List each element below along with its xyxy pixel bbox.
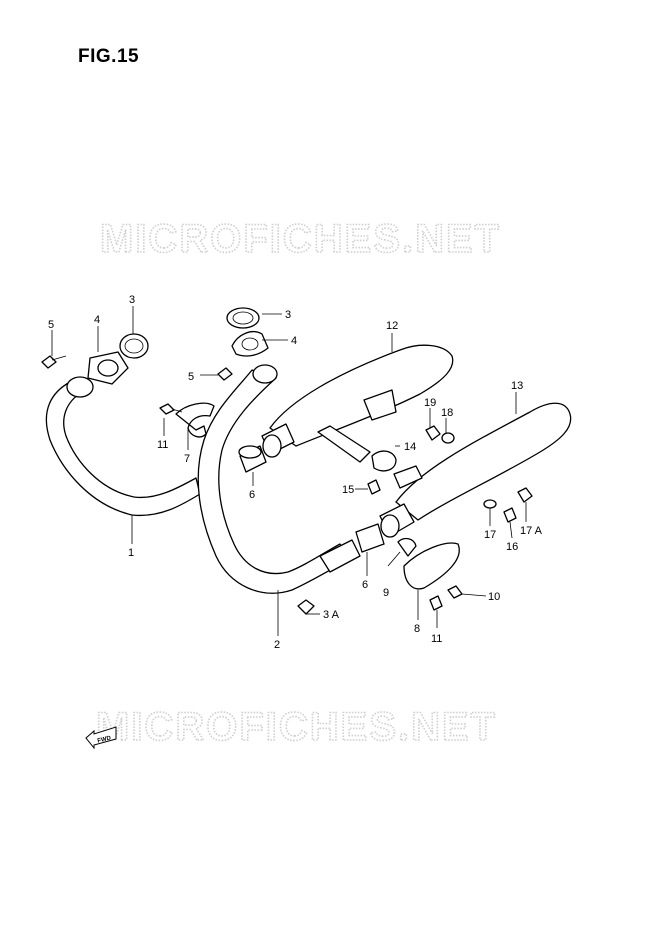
callout-17a: 17 A bbox=[520, 525, 543, 537]
bolt-11-lower bbox=[429, 595, 443, 611]
callout-5-right: 5 bbox=[188, 371, 194, 383]
callout-5-left: 5 bbox=[48, 319, 54, 331]
front-exhaust-pipe bbox=[45, 376, 201, 517]
callout-1: 1 bbox=[128, 547, 134, 559]
leader-lines bbox=[51, 306, 527, 636]
bolt-17a bbox=[517, 487, 533, 503]
callout-3a: 3 A bbox=[323, 609, 340, 621]
fwd-label: FWD bbox=[97, 735, 112, 744]
rear-exhaust-pipe bbox=[197, 364, 361, 594]
bolt-16 bbox=[503, 507, 517, 523]
callout-16: 16 bbox=[506, 541, 518, 553]
bolt-right bbox=[217, 367, 233, 381]
connector-pipe-lower bbox=[355, 523, 385, 553]
callout-7: 7 bbox=[184, 453, 190, 465]
callout-11-lower: 11 bbox=[431, 633, 442, 645]
clamp-bracket bbox=[159, 402, 215, 438]
watermark-top: MICROFICHES.NET bbox=[100, 217, 501, 261]
callout-6-lower: 6 bbox=[362, 579, 368, 591]
callout-12: 12 bbox=[386, 320, 398, 332]
bolt-15 bbox=[367, 479, 381, 495]
callout-2: 2 bbox=[274, 639, 280, 651]
washer-18 bbox=[441, 432, 455, 444]
seal-ring-left bbox=[119, 333, 149, 359]
fwd-arrow-icon: FWD bbox=[85, 726, 117, 750]
heat-shield bbox=[403, 542, 460, 590]
callout-19: 19 bbox=[424, 397, 436, 409]
lower-muffler bbox=[379, 402, 572, 538]
callout-15: 15 bbox=[342, 484, 354, 496]
callout-18: 18 bbox=[441, 407, 453, 419]
gasket-left bbox=[87, 351, 129, 385]
callout-4-right: 4 bbox=[291, 335, 297, 347]
callout-10: 10 bbox=[488, 591, 500, 603]
callout-14: 14 bbox=[404, 441, 416, 453]
bolt-10 bbox=[447, 585, 463, 599]
callout-8: 8 bbox=[414, 623, 420, 635]
callout-17: 17 bbox=[484, 529, 496, 541]
callout-9: 9 bbox=[383, 587, 389, 599]
nut-3a bbox=[297, 599, 315, 615]
callout-3-left: 3 bbox=[129, 294, 135, 306]
figure-title: FIG.15 bbox=[78, 46, 140, 67]
callout-13: 13 bbox=[511, 380, 523, 392]
nut-19 bbox=[425, 425, 441, 441]
callout-4-left: 4 bbox=[94, 314, 100, 326]
callout-3-right: 3 bbox=[285, 309, 291, 321]
washer-17 bbox=[483, 499, 497, 509]
connector-pipe-upper bbox=[238, 445, 267, 473]
watermark-bottom: MICROFICHES.NET bbox=[96, 705, 497, 749]
callout-6-upper: 6 bbox=[249, 489, 255, 501]
upper-muffler bbox=[261, 344, 454, 463]
callout-11-upper: 11 bbox=[157, 439, 168, 451]
seal-ring-right bbox=[226, 307, 260, 329]
pipe-clamp-14 bbox=[371, 450, 397, 472]
bracket-9 bbox=[397, 537, 417, 557]
gasket-right bbox=[231, 331, 269, 357]
bolt-left bbox=[41, 355, 67, 369]
